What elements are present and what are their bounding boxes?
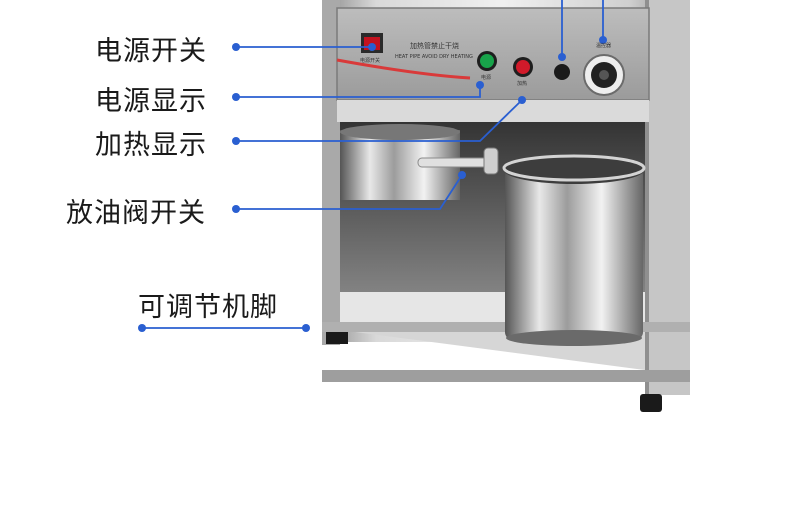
knob-tag: 温控器 <box>596 42 611 49</box>
power-switch-tag: 电源开关 <box>360 57 380 64</box>
panel-text: 加热管禁止干烧 HEAT PIPE AVOID DRY HEATING 电源开关… <box>360 41 611 87</box>
adjustable-foot-right <box>640 394 662 412</box>
label-oil-valve-switch: 放油阀开关 <box>66 198 206 229</box>
label-heating-indicator: 加热显示 <box>95 130 207 161</box>
power-indicator-lamp <box>477 51 497 71</box>
panel-header-en: HEAT PIPE AVOID DRY HEATING <box>395 54 473 60</box>
leader-dots <box>138 36 607 332</box>
small-button <box>554 64 570 80</box>
thermostat-knob <box>583 54 625 96</box>
heating-indicator-lamp <box>513 57 533 77</box>
adjustable-foot-left <box>326 332 348 344</box>
label-power-switch: 电源开关 <box>95 36 207 67</box>
label-adjustable-feet: 可调节机脚 <box>138 292 278 323</box>
drain-valve-handle <box>417 147 499 175</box>
panel-header: 加热管禁止干烧 <box>410 41 459 50</box>
oil-drain-bucket <box>502 154 646 346</box>
label-power-indicator: 电源显示 <box>95 86 207 117</box>
red-lamp-tag: 加热 <box>517 80 527 87</box>
green-lamp-tag: 电源 <box>481 74 491 81</box>
